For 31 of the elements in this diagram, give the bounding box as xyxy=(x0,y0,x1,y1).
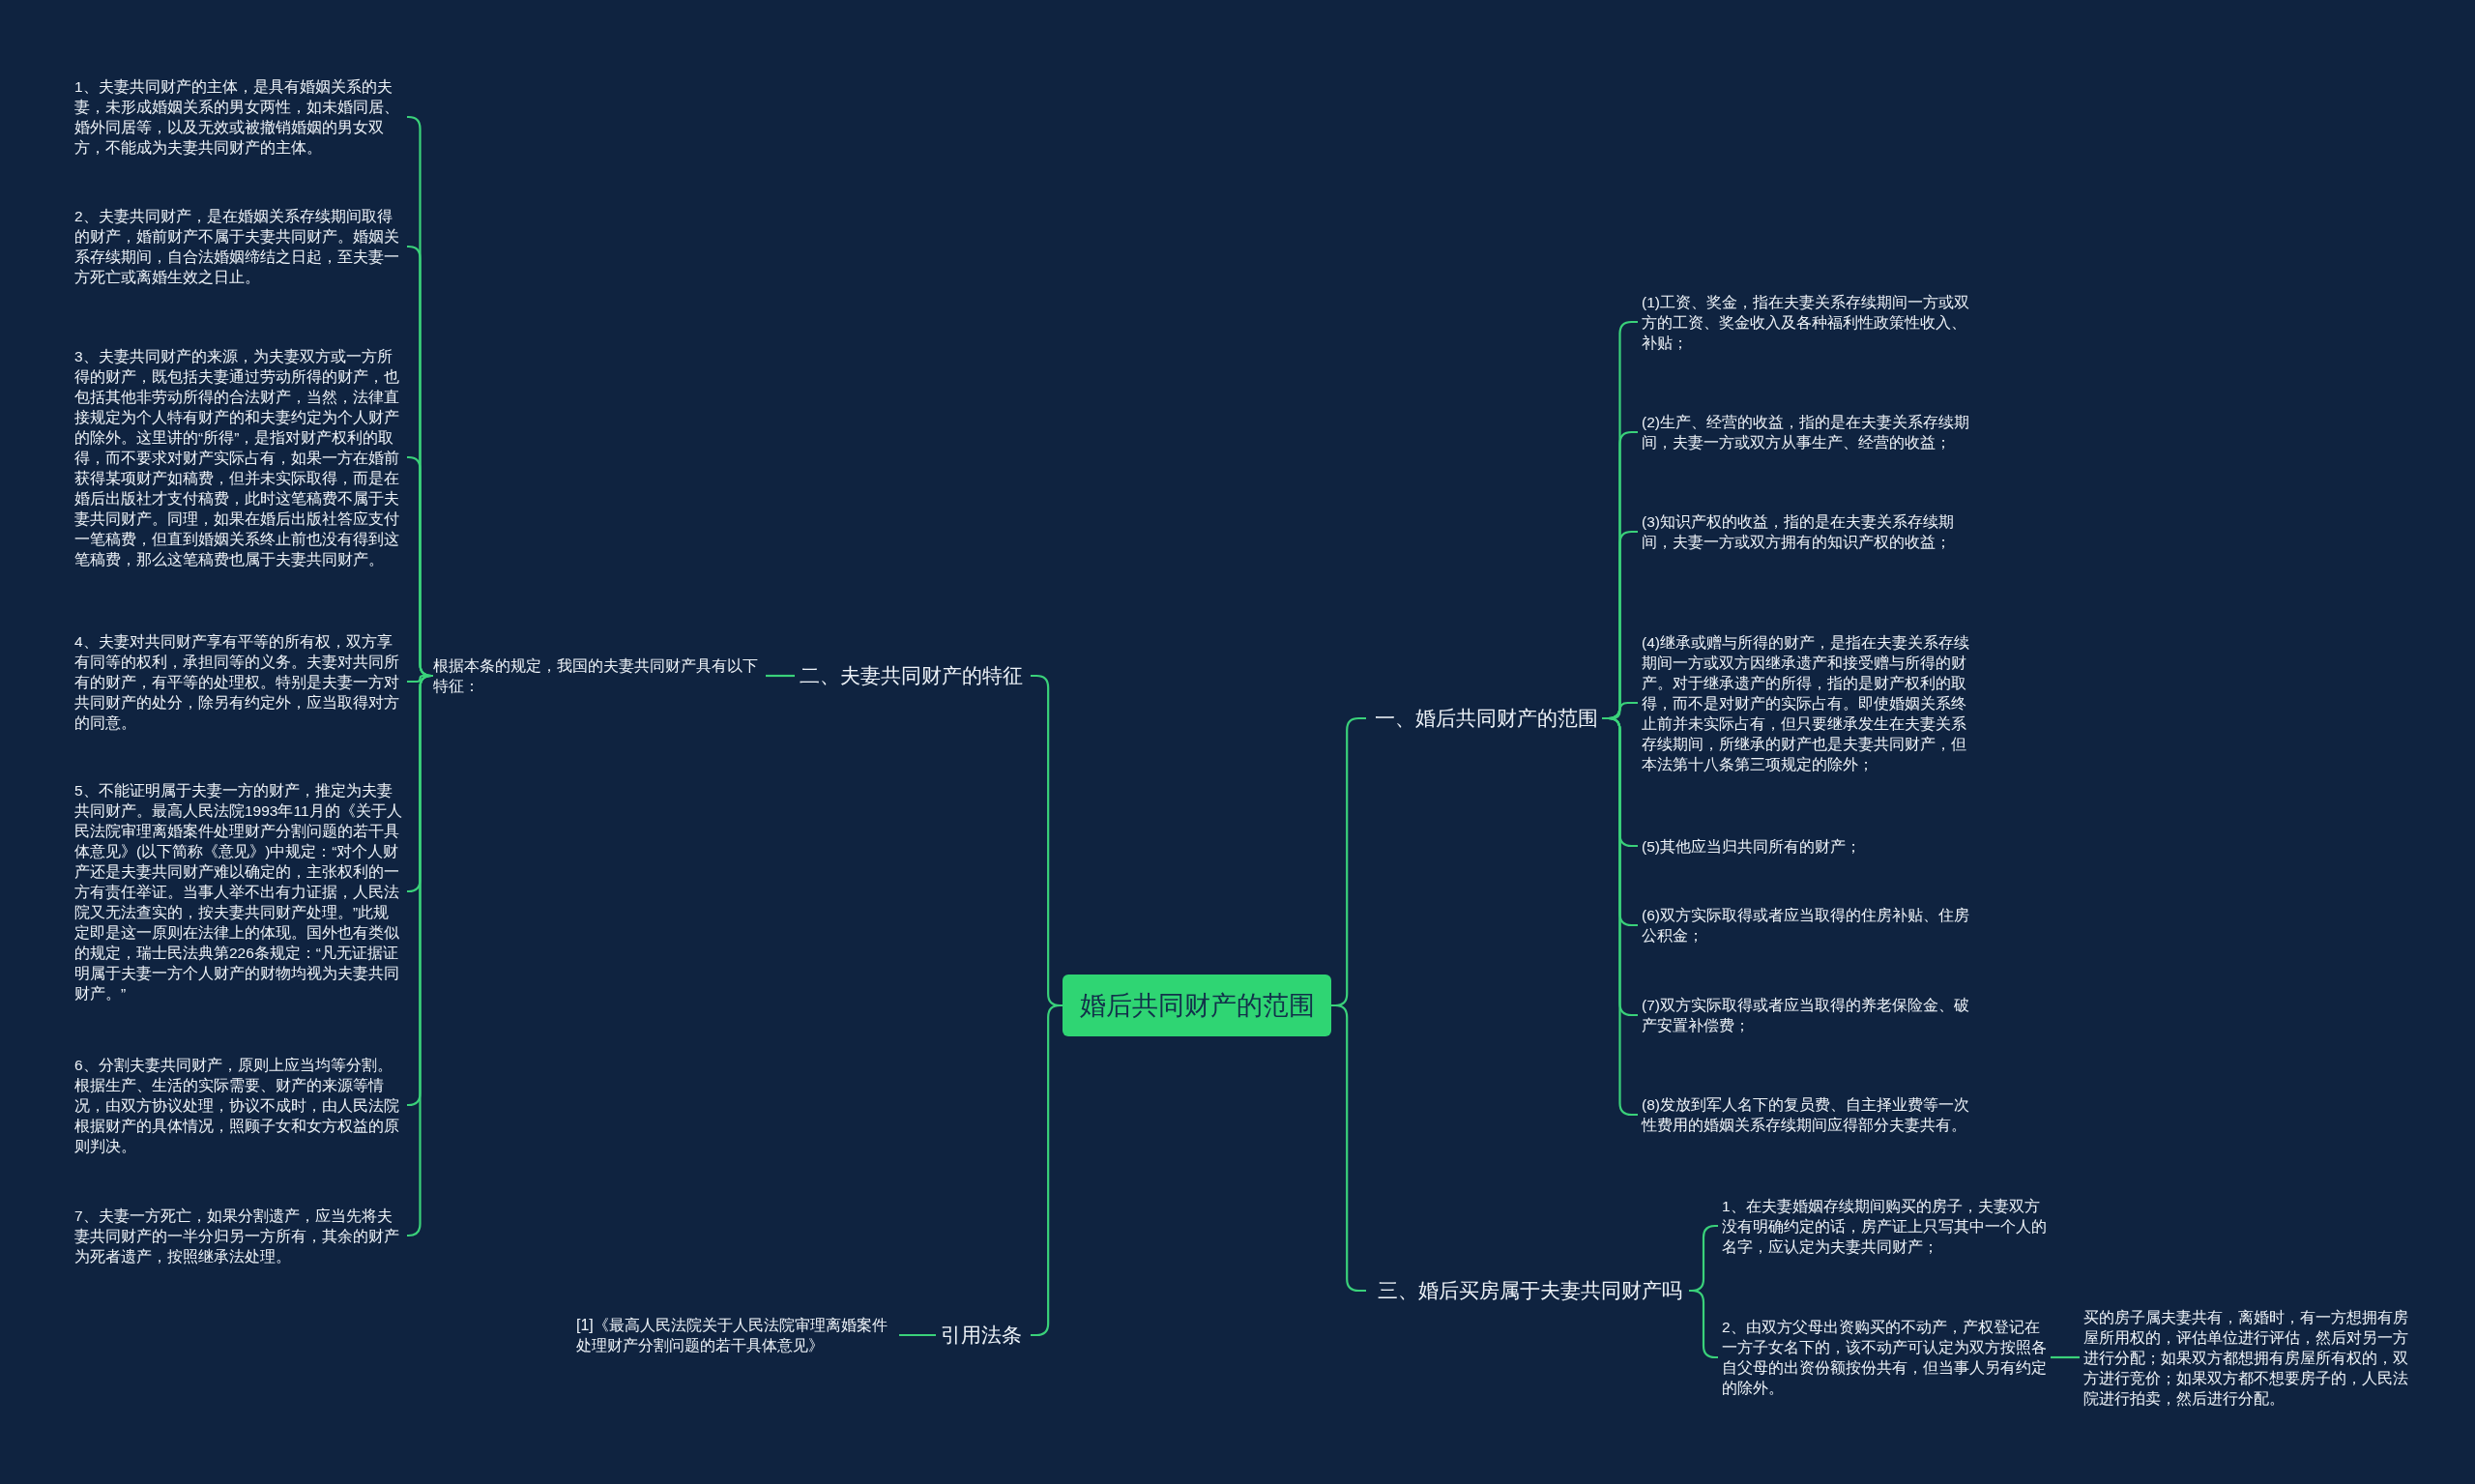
topic-text: (5)其他应当归共同所有的财产； xyxy=(1642,835,1970,857)
topic-text: (2)生产、经营的收益，指的是在夫妻关系存续期间，夫妻一方或双方从事生产、经营的收益； xyxy=(1642,412,1970,452)
topic-text: 买的房子属夫妻共有，离婚时，有一方想拥有房屋所用权的，评估单位进行评估，然后对另一方进行分配；如果双方都想拥有房屋所有权的，双方进行竞价；如果双方都不想要房子的，人民法院进行拍卖，然后进行分配。 xyxy=(2083,1306,2412,1409)
connector-line xyxy=(2051,1355,2080,1359)
branch-topic: 引用法条 xyxy=(936,1322,1027,1349)
topic-text: 5、不能证明属于夫妻一方的财产，推定为夫妻共同财产。最高人民法院1993年11月的《关于人民法院审理离婚案件处理财产分割问题的若干具体意见》(以下简称《意见》)中规定：“对个人财产还是夫妻共同财产难以确定的，主张权利的一方有责任举证。当事人举不出有力证据，人民法院又无法查实的，按夫妻共同财产处理。”此规定即是这一原则在法律上的体现。国外也有类似的规定，瑞士民法典第226条规定：“凡无证据证明属于夫妻一方个人财产的财物均视为夫妻共同财产。” xyxy=(74,779,403,1004)
connector-line xyxy=(766,674,795,678)
branch-topic: 一、婚后共同财产的范围 xyxy=(1370,705,1602,732)
topic-text: (1)工资、奖金，指在夫妻关系存续期间一方或双方的工资、奖金收入及各种福利性政策性收入、补贴； xyxy=(1642,291,1970,353)
topic-text: 2、夫妻共同财产，是在婚姻关系存续期间取得的财产，婚前财产不属于夫妻共同财产。婚姻关系存续期间，自合法婚姻缔结之日起，至夫妻一方死亡或离婚生效之日止。 xyxy=(74,206,403,287)
topic-text: 7、夫妻一方死亡，如果分割遗产，应当先将夫妻共同财产的一半分归另一方所有，其余的财产为死者遗产，按照继承法处理。 xyxy=(74,1205,403,1266)
topic-text: 根据本条的规定，我国的夫妻共同财产具有以下特征： xyxy=(433,655,762,696)
connector-line xyxy=(406,674,434,1237)
branch-topic: 三、婚后买房属于夫妻共同财产吗 xyxy=(1370,1277,1689,1304)
topic-text: (8)发放到军人名下的复员费、自主择业费等一次性费用的婚姻关系存续期间应得部分夫妻共有。 xyxy=(1642,1094,1970,1135)
branch-topic: 二、夫妻共同财产的特征 xyxy=(795,662,1027,689)
topic-text: 1、在夫妻婚姻存续期间购买的房子，夫妻双方没有明确约定的话，房产证上只写其中一个人的名字，应认定为夫妻共同财产； xyxy=(1722,1195,2051,1257)
topic-text: 1、夫妻共同财产的主体，是具有婚姻关系的夫妻，未形成婚姻关系的男女两性，如未婚同居、婚外同居等，以及无效或被撤销婚姻的男女双方，不能成为夫妻共同财产的主体。 xyxy=(74,76,403,158)
topic-text: 6、分割夫妻共同财产，原则上应当均等分割。根据生产、生活的实际需要、财产的来源等情况，由双方协议处理，协议不成时，由人民法院根据财产的具体情况，照顾子女和女方权益的原则判决。 xyxy=(74,1054,403,1156)
topic-text: [1]《最高人民法院关于人民法院审理离婚案件处理财产分割问题的若干具体意见》 xyxy=(576,1315,895,1355)
connector-line xyxy=(1031,1004,1063,1337)
central-topic: 婚后共同财产的范围 xyxy=(1063,975,1331,1036)
topic-text: 2、由双方父母出资购买的不动产，产权登记在一方子女名下的，该不动产可认定为双方按照各自父母的出资份额按份共有，但当事人另有约定的除外。 xyxy=(1722,1317,2051,1398)
topic-text: 4、夫妻对共同财产享有平等的所有权，双方享有同等的权利，承担同等的义务。夫妻对共同所有的财产，有平等的处理权。特别是夫妻一方对共同财产的处分，除另有约定外，应当取得对方的同意。 xyxy=(74,630,403,733)
connector-line xyxy=(1689,1289,1718,1359)
connector-line xyxy=(899,1333,936,1337)
topic-text: (6)双方实际取得或者应当取得的住房补贴、住房公积金； xyxy=(1642,905,1970,946)
topic-text: 3、夫妻共同财产的来源，为夫妻双方或一方所得的财产，既包括夫妻通过劳动所得的财产，也包括其他非劳动所得的合法财产，当然，法律直接规定为个人特有财产的和夫妻约定为个人财产的除外。这里讲的“所得”，是指对财产权利的取得，而不要求对财产实际占有，如果一方在婚前获得某项财产如稿费，但并未实际取得，而是在婚后出版社才支付稿费，此时这笔稿费不属于夫妻共同财产。同理，如果在婚后出版社答应支付一笔稿费，但直到婚姻关系终止前也没有得到这笔稿费，那么这笔稿费也属于夫妻共同财产。 xyxy=(74,345,403,569)
topic-text: (3)知识产权的收益，指的是在夫妻关系存续期间，夫妻一方或双方拥有的知识产权的收益； xyxy=(1642,511,1970,552)
topic-text: (4)继承或赠与所得的财产，是指在夫妻关系存续期间一方或双方因继承遗产和接受赠与所得的财产。对于继承遗产的所得，指的是财产权利的取得，而不是对财产的实际占有。即使婚姻关系终止前并未实际占有，但只要继承发生在夫妻关系存续期间，所继承的财产也是夫妻共同财产，但本法第十八条第三项规定的除外； xyxy=(1642,631,1970,774)
topic-text: (7)双方实际取得或者应当取得的养老保险金、破产安置补偿费； xyxy=(1642,995,1970,1035)
